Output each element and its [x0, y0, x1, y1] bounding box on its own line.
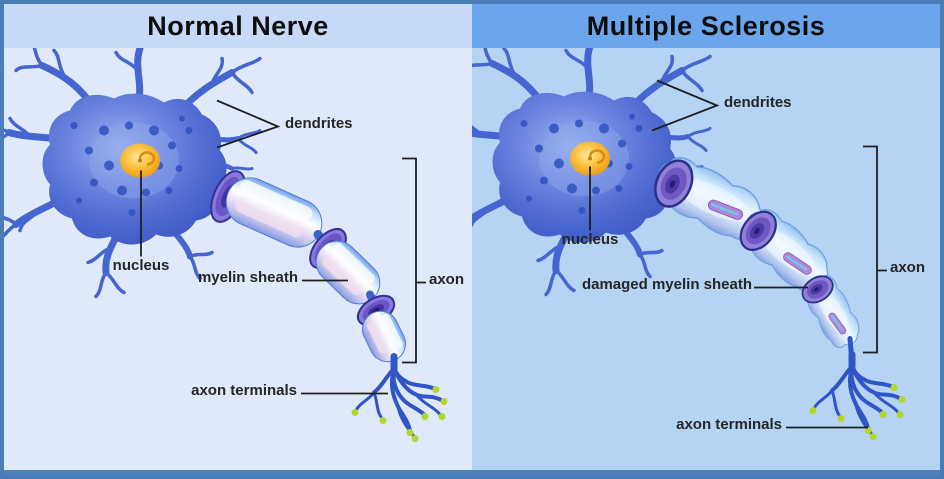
nucleus-label: nucleus: [112, 257, 170, 274]
dendrites-pointer: [216, 99, 281, 149]
bottom-border-strip: [4, 470, 940, 475]
multiple-sclerosis-title: Multiple Sclerosis: [586, 10, 826, 41]
myelin-segment: [225, 177, 323, 248]
axon-bracket: [402, 157, 426, 364]
normal-nerve-body: dendrites nucleus myelin sheath axon axo…: [4, 48, 472, 475]
dendrites-pointer: [651, 79, 720, 132]
ms-neuron-illustration: [472, 48, 940, 475]
axon-terminals-art: [352, 357, 448, 443]
axon-label: axon: [429, 271, 465, 288]
multiple-sclerosis-header: Multiple Sclerosis: [472, 4, 940, 48]
multiple-sclerosis-panel: Multiple Sclerosis: [472, 4, 940, 475]
nucleus-label: nucleus: [561, 231, 619, 248]
damaged-myelin-sheath-label: damaged myelin sheath: [581, 276, 752, 293]
damaged-myelin-segments: [645, 149, 869, 365]
annotation-lines: [589, 79, 887, 429]
annotation-lines: [140, 99, 426, 395]
normal-neuron-illustration: [4, 48, 472, 475]
multiple-sclerosis-body: dendrites nucleus damaged myelin sheath …: [472, 48, 940, 475]
axon-terminals-label: axon terminals: [191, 382, 297, 399]
axon-label: axon: [890, 259, 926, 276]
normal-nerve-panel: Normal Nerve: [4, 4, 472, 475]
myelin-sheath-label: myelin sheath: [197, 269, 298, 286]
axon-terminals-label: axon terminals: [676, 416, 782, 433]
myelin-segment: [315, 240, 381, 305]
dendrites-label: dendrites: [724, 94, 792, 111]
normal-nerve-title: Normal Nerve: [147, 10, 329, 41]
normal-nerve-header: Normal Nerve: [4, 4, 472, 48]
myelin-sheath-segments: [210, 170, 407, 370]
axon-bracket: [863, 145, 887, 354]
dendrites-label: dendrites: [285, 115, 353, 132]
